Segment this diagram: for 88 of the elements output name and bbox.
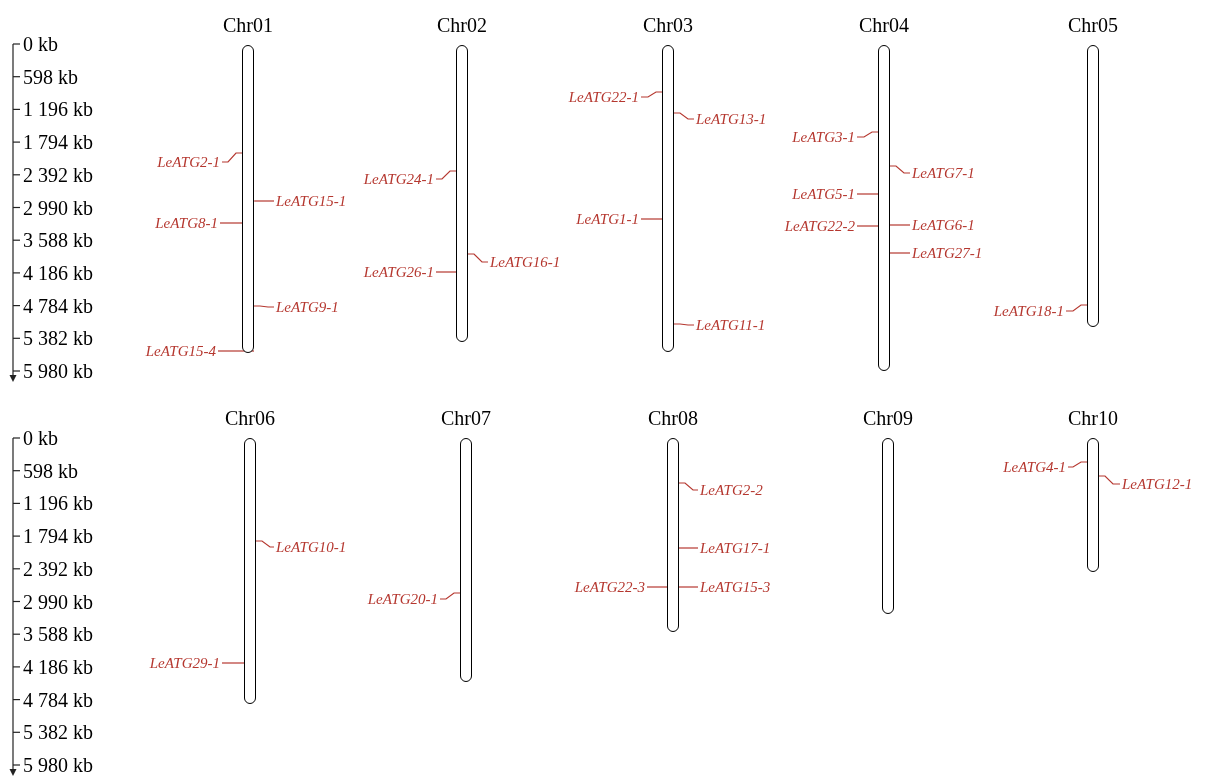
- scale-tick-label: 2 990 kb: [23, 196, 93, 219]
- scale-tick-label: 3 588 kb: [23, 229, 93, 252]
- leader-line: [217, 350, 243, 352]
- chromosome-title: Chr04: [858, 14, 910, 36]
- gene-label: LeATG17-1: [700, 539, 771, 557]
- gene-label: LeATG8-1: [155, 214, 218, 232]
- gene-label: LeATG29-1: [149, 654, 220, 672]
- gene-label: LeATG3-1: [792, 128, 855, 146]
- scale-tick-label: 5 980 kb: [23, 754, 93, 776]
- gene-label: LeATG13-1: [696, 110, 767, 128]
- scale-tick-label: 1 196 kb: [23, 98, 93, 121]
- scale-tick-label: 598 kb: [23, 65, 78, 88]
- leader-line: [255, 540, 275, 548]
- leader-line: [889, 224, 911, 226]
- leader-line: [646, 586, 668, 588]
- leader-line: [678, 586, 699, 588]
- leader-line: [435, 170, 457, 180]
- chromosome-title: Chr03: [642, 14, 694, 36]
- gene-label: LeATG16-1: [490, 253, 561, 271]
- gene-label: LeATG24-1: [363, 170, 434, 188]
- leader-line: [435, 271, 457, 273]
- leader-line: [640, 218, 663, 220]
- gene-label: LeATG22-3: [574, 578, 645, 596]
- scale-tick-label: 2 990 kb: [23, 590, 93, 613]
- gene-label: LeATG22-1: [568, 88, 639, 106]
- gene-label: LeATG6-1: [912, 216, 975, 234]
- gene-label: LeATG12-1: [1122, 475, 1193, 493]
- scale-tick-label: 5 382 kb: [23, 327, 93, 350]
- scale-tick-label: 0 kb: [23, 427, 58, 449]
- leader-line: [219, 222, 243, 224]
- scale-tick-label: 1 794 kb: [23, 131, 93, 154]
- scale-tick-label: 1 196 kb: [23, 492, 93, 515]
- gene-label: LeATG10-1: [276, 538, 347, 556]
- leader-line: [856, 193, 879, 195]
- gene-label: LeATG7-1: [912, 164, 975, 182]
- scale-tick-label: 4 186 kb: [23, 261, 93, 284]
- gene-label: LeATG9-1: [276, 298, 339, 316]
- gene-label: LeATG1-1: [576, 210, 639, 228]
- scale-tick-label: 4 784 kb: [23, 688, 93, 711]
- chromosome-title: Chr08: [647, 407, 699, 429]
- gene-label: LeATG15-4: [145, 342, 216, 360]
- gene-label: LeATG11-1: [696, 316, 766, 334]
- chromosome-title: Chr06: [224, 407, 276, 429]
- scale-tick-label: 4 784 kb: [23, 294, 93, 317]
- leader-line: [673, 112, 695, 120]
- leader-line: [678, 482, 699, 491]
- leader-line: [253, 305, 275, 308]
- chromosome-title: Chr10: [1067, 407, 1119, 429]
- scale-tick-label: 5 980 kb: [23, 360, 93, 382]
- gene-label: LeATG2-1: [157, 153, 220, 171]
- scale-tick-label: 4 186 kb: [23, 655, 93, 678]
- leader-line: [856, 131, 879, 138]
- leader-line: [253, 200, 275, 202]
- leader-line: [889, 165, 911, 174]
- leader-line: [678, 547, 699, 549]
- scale-tick-label: 0 kb: [23, 33, 58, 55]
- scale-tick-label: 2 392 kb: [23, 557, 93, 580]
- leader-line: [640, 91, 663, 98]
- leader-line: [221, 662, 245, 664]
- scale-tick-label: 5 382 kb: [23, 721, 93, 744]
- chromosome-title: Chr09: [862, 407, 914, 429]
- scale-tick-label: 2 392 kb: [23, 163, 93, 186]
- scale-tick-label: 3 588 kb: [23, 623, 93, 646]
- scale-tick-label: 1 794 kb: [23, 525, 93, 548]
- leader-line: [889, 252, 911, 254]
- gene-label: LeATG4-1: [1003, 458, 1066, 476]
- chromosome-title: Chr07: [440, 407, 492, 429]
- gene-label: LeATG18-1: [993, 302, 1064, 320]
- scale-tick-label: 598 kb: [23, 459, 78, 482]
- chromosome-title: Chr02: [436, 14, 488, 36]
- gene-label: LeATG5-1: [792, 185, 855, 203]
- chromosome-title: Chr01: [222, 14, 274, 36]
- leader-line: [1098, 475, 1121, 485]
- gene-label: LeATG15-3: [700, 578, 771, 596]
- leader-line: [467, 253, 489, 263]
- gene-label: LeATG22-2: [784, 217, 855, 235]
- leader-line: [1065, 304, 1088, 312]
- gene-label: LeATG2-2: [700, 481, 763, 499]
- gene-label: LeATG27-1: [912, 244, 983, 262]
- gene-label: LeATG26-1: [363, 263, 434, 281]
- gene-label: LeATG20-1: [367, 590, 438, 608]
- leader-line: [856, 225, 879, 227]
- leader-line: [439, 592, 461, 600]
- leader-line: [673, 323, 695, 326]
- leader-line: [1067, 461, 1088, 468]
- gene-label: LeATG15-1: [276, 192, 347, 210]
- leader-line: [221, 152, 243, 163]
- chromosome-title: Chr05: [1067, 14, 1119, 36]
